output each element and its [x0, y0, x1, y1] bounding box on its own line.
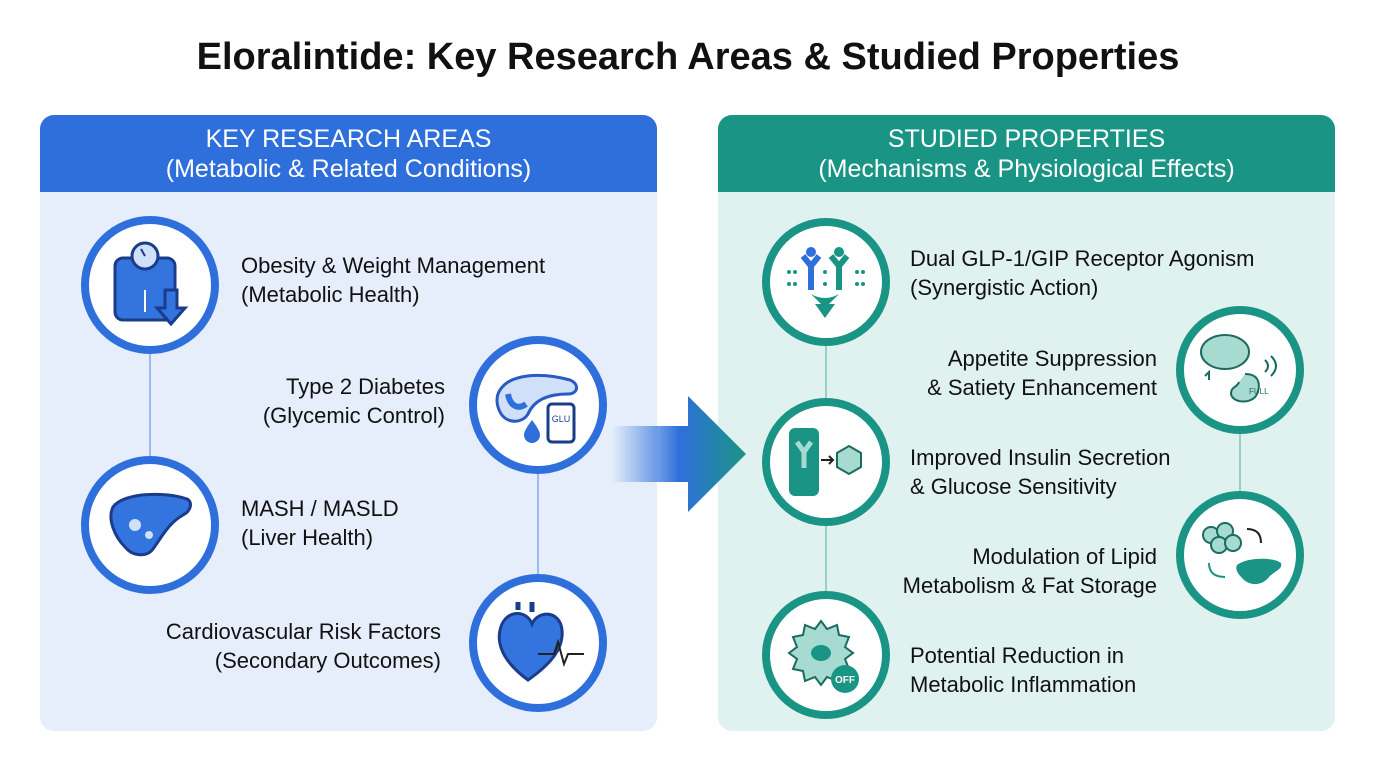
connector-line	[825, 345, 827, 400]
inflammation-off-icon: OFF	[762, 591, 890, 719]
item-sub: Metabolic Inflammation	[910, 672, 1137, 697]
research-area-item: Obesity & Weight Management (Metabolic He…	[241, 251, 545, 309]
research-area-item: Cardiovascular Risk Factors (Secondary Ou…	[166, 617, 441, 675]
item-label: Obesity & Weight Management	[241, 253, 546, 278]
liver-icon	[81, 456, 219, 594]
item-label: Dual GLP-1/GIP Receptor Agonism	[910, 246, 1255, 271]
item-sub: (Glycemic Control)	[262, 403, 445, 428]
connector-line	[825, 525, 827, 595]
item-sub: Metabolism & Fat Storage	[902, 573, 1157, 598]
connector-line	[1239, 432, 1241, 494]
item-label: Modulation of Lipid	[972, 544, 1157, 569]
panel-subheading: (Mechanisms & Physiological Effects)	[818, 155, 1235, 183]
scale-down-icon	[81, 216, 219, 354]
item-sub: & Satiety Enhancement	[927, 375, 1157, 400]
property-item: Improved Insulin Secretion & Glucose Sens…	[910, 443, 1170, 501]
panel-heading: STUDIED PROPERTIES	[887, 125, 1166, 153]
insulin-icon	[762, 398, 890, 526]
panel-heading: KEY RESEARCH AREAS	[205, 125, 492, 153]
receptor-icon	[762, 218, 890, 346]
glucometer-label: GLU	[552, 414, 571, 424]
item-label: Potential Reduction in	[910, 643, 1125, 668]
fat-liver-icon	[1176, 491, 1304, 619]
item-sub: (Liver Health)	[241, 525, 374, 550]
property-item: Potential Reduction in Metabolic Inflamma…	[910, 641, 1136, 699]
item-sub: (Secondary Outcomes)	[214, 648, 441, 673]
item-label: Cardiovascular Risk Factors	[165, 619, 441, 644]
property-item: Appetite Suppression & Satiety Enhancemen…	[927, 344, 1157, 402]
item-sub: & Glucose Sensitivity	[910, 474, 1117, 499]
research-area-item: MASH / MASLD (Liver Health)	[241, 494, 399, 552]
item-label: Appetite Suppression	[947, 346, 1157, 371]
brain-stomach-icon: FULL	[1176, 306, 1304, 434]
panel-header: STUDIED PROPERTIES (Mechanisms & Physiol…	[718, 115, 1335, 192]
item-label: MASH / MASLD	[241, 496, 399, 521]
flow-arrow-icon	[612, 396, 746, 512]
off-label: OFF	[835, 675, 855, 686]
item-sub: (Metabolic Health)	[241, 282, 420, 307]
research-area-item: Type 2 Diabetes (Glycemic Control)	[263, 372, 445, 430]
page-title: Eloralintide: Key Research Areas & Studi…	[196, 36, 1180, 78]
heart-icon	[469, 574, 607, 712]
property-item: Dual GLP-1/GIP Receptor Agonism (Synergis…	[910, 244, 1254, 302]
stomach-label: FULL	[1249, 387, 1269, 396]
item-sub: (Synergistic Action)	[910, 275, 1099, 300]
connector-line	[149, 350, 151, 460]
panel-header: KEY RESEARCH AREAS (Metabolic & Related …	[40, 115, 657, 192]
panel-subheading: (Metabolic & Related Conditions)	[165, 155, 532, 183]
pancreas-glucometer-icon: GLU	[469, 336, 607, 474]
connector-line	[537, 470, 539, 580]
item-label: Type 2 Diabetes	[286, 374, 445, 399]
item-label: Improved Insulin Secretion	[910, 445, 1171, 470]
